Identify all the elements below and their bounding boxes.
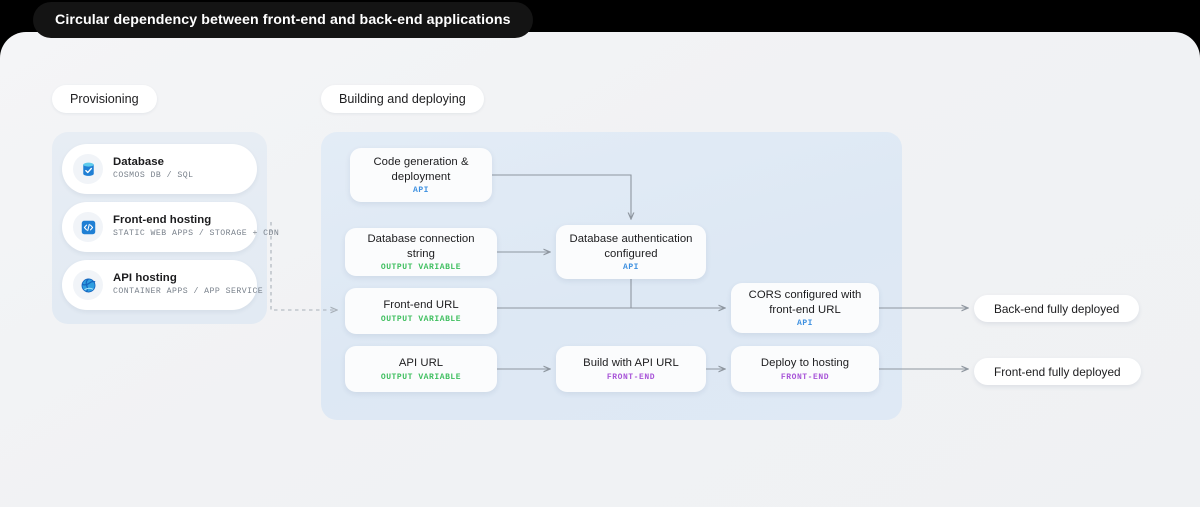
flow-node-database-connection-string[interactable]: Database connection string OUTPUT VARIAB… [345,228,497,276]
section-label-text: Provisioning [70,92,139,106]
flow-node-code-generation[interactable]: Code generation & deployment API [350,148,492,202]
provisioning-card-text: Database COSMOS DB / SQL [113,156,193,182]
flow-node-front-end-url[interactable]: Front-end URL OUTPUT VARIABLE [345,288,497,334]
flow-node-title: Database authentication configured [569,233,693,260]
result-front-end-fully-deployed[interactable]: Front-end fully deployed [974,358,1141,385]
code-brackets-icon [73,212,103,242]
section-label-provisioning: Provisioning [52,85,157,113]
diagram-title-banner: Circular dependency between front-end an… [33,2,533,38]
provisioning-card-api-hosting[interactable]: API hosting CONTAINER APPS / APP SERVICE [62,260,263,310]
flow-node-title: CORS configured with front-end URL [748,289,862,316]
provisioning-card-subtitle: STATIC WEB APPS / STORAGE + CDN [113,229,280,238]
flow-node-cors-configured[interactable]: CORS configured with front-end URL API [731,283,879,333]
flow-node-tag: API [796,319,814,328]
provisioning-card-subtitle: COSMOS DB / SQL [113,171,194,180]
provisioning-card-text: API hosting CONTAINER APPS / APP SERVICE [113,272,263,298]
flow-node-build-with-api-url[interactable]: Build with API URL FRONT-END [556,346,706,392]
provisioning-card-title: Database [113,156,165,168]
flow-node-tag: API [622,263,640,272]
flow-node-title: Database connection string [367,233,475,260]
flow-node-title: API URL [398,357,444,370]
provisioning-card-subtitle: CONTAINER APPS / APP SERVICE [113,287,264,296]
flow-node-title: Build with API URL [583,357,679,370]
result-back-end-fully-deployed[interactable]: Back-end fully deployed [974,295,1140,322]
flow-node-tag: OUTPUT VARIABLE [380,314,462,324]
provisioning-card-text: Front-end hosting STATIC WEB APPS / STOR… [113,214,279,240]
flow-node-title: Deploy to hosting [760,357,850,370]
provisioning-card-front-end-hosting[interactable]: Front-end hosting STATIC WEB APPS / STOR… [62,202,279,252]
database-icon [73,154,103,184]
provisioning-card-title: API hosting [113,272,177,284]
flow-node-tag: API [412,186,430,195]
flow-node-tag: FRONT-END [606,372,656,382]
flow-node-deploy-to-hosting[interactable]: Deploy to hosting FRONT-END [731,346,879,392]
result-label: Back-end fully deployed [994,301,1120,316]
flow-node-tag: OUTPUT VARIABLE [380,372,462,382]
provisioning-card-database[interactable]: Database COSMOS DB / SQL [62,144,257,194]
flow-node-tag: OUTPUT VARIABLE [380,263,462,272]
flow-node-title: Code generation & deployment [373,156,469,183]
globe-icon [73,270,103,300]
flow-node-database-authentication[interactable]: Database authentication configured API [556,225,706,279]
flow-node-api-url[interactable]: API URL OUTPUT VARIABLE [345,346,497,392]
flow-node-title: Front-end URL [383,299,459,312]
page-title: Circular dependency between front-end an… [55,12,511,28]
section-label-text: Building and deploying [339,92,466,106]
result-label: Front-end fully deployed [994,364,1121,379]
section-label-building: Building and deploying [321,85,484,113]
flow-node-tag: FRONT-END [780,372,830,382]
provisioning-card-title: Front-end hosting [113,214,212,226]
